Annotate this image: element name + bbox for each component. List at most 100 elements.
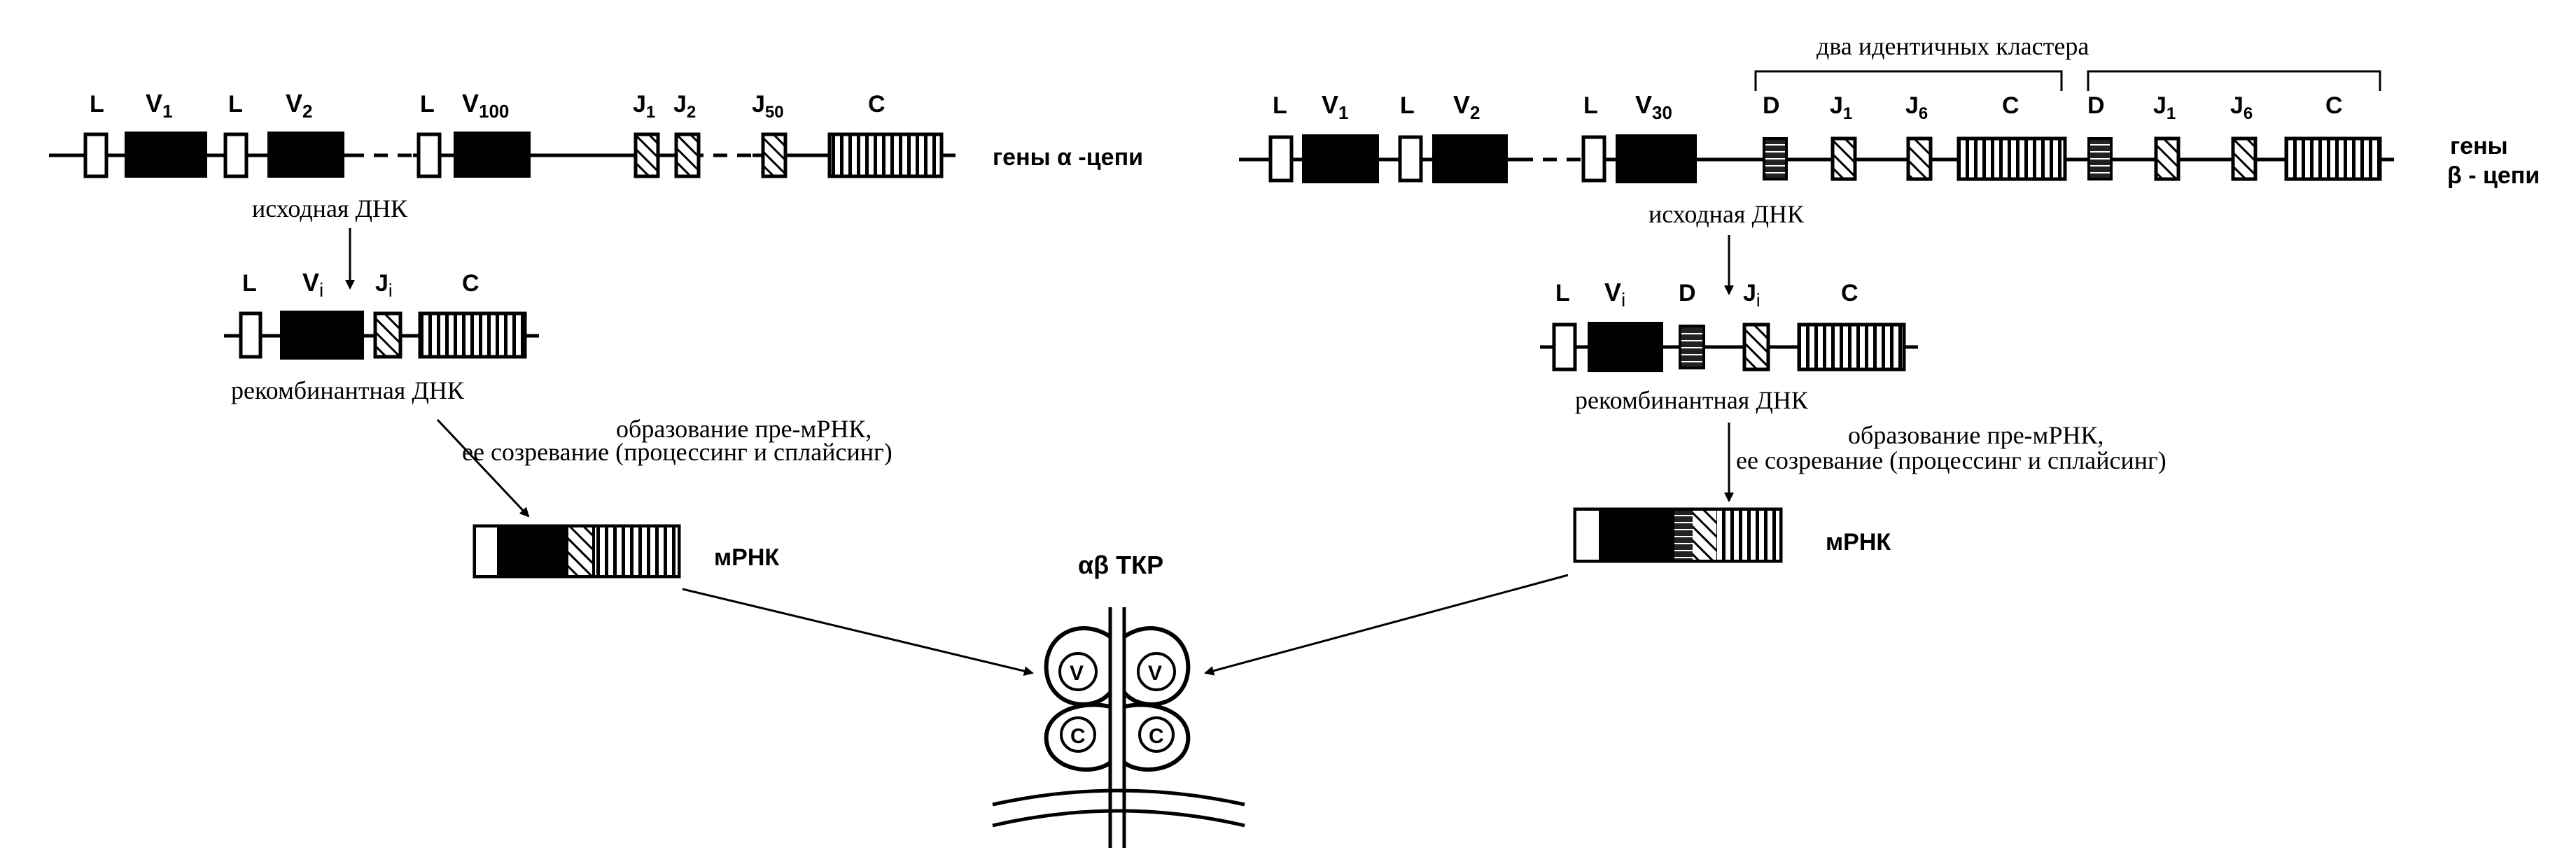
beta-J1a-segment <box>1830 136 1857 181</box>
alpha-V2-label: V <box>286 89 302 118</box>
alpha-J1-label: J <box>633 91 646 118</box>
svg-text:Vi: Vi <box>1604 278 1625 311</box>
beta-V1-segment <box>1302 134 1379 183</box>
beta-V30-sub: 30 <box>1652 102 1672 123</box>
beta-mrna-label: мРНК <box>1826 529 1891 555</box>
beta-rec-Ji-sub: i <box>1756 290 1760 311</box>
beta-J6a-segment <box>1906 136 1933 181</box>
beta-L1-label: L <box>1273 92 1287 119</box>
alpha-J2-label: J <box>673 91 687 118</box>
alpha-J50-segment <box>761 132 788 178</box>
beta-J6b-sub: 6 <box>2244 104 2253 123</box>
alpha-arrow-processing <box>436 418 530 518</box>
beta-rec-L-label: L <box>1555 280 1570 306</box>
beta-V1-sub: 1 <box>1338 102 1348 123</box>
beta-clusters-label: два идентичных кластера <box>1816 32 2089 60</box>
beta-J1a-sub: 1 <box>1843 104 1852 123</box>
tcr-V-alpha-label: V <box>1070 662 1084 685</box>
beta-rec-C-label: C <box>1841 280 1858 306</box>
beta-D2-label: D <box>2087 92 2105 119</box>
alpha-J2-segment <box>674 132 701 178</box>
beta-rec-L-segment <box>1552 323 1577 371</box>
beta-clusters-bracket: два идентичных кластера <box>1754 32 2381 91</box>
tcr-C-alpha-label: C <box>1070 725 1086 748</box>
svg-text:J1: J1 <box>633 91 655 122</box>
svg-text:J50: J50 <box>752 91 784 122</box>
alpha-rec-Vi-segment <box>280 311 364 360</box>
beta-C2-segment <box>2284 136 2382 181</box>
beta-J6b-segment <box>2231 136 2258 181</box>
beta-rec-D-segment <box>1679 325 1705 369</box>
tcr-molecule: V C V C <box>992 607 1245 848</box>
beta-V2-segment <box>1432 134 1508 183</box>
alpha-germline: L V1 L V2 L V100 J1 J2 J50 C гены α -цеп… <box>49 89 1143 178</box>
alpha-J2-sub: 2 <box>687 103 696 122</box>
beta-L1-segment <box>1268 135 1294 183</box>
tcr-C-beta-label: C <box>1149 725 1164 748</box>
alpha-processing-label-2: ее созревание (процессинг и сплайсинг) <box>462 438 892 466</box>
beta-recombinant: L Vi D Ji C <box>1540 278 1918 372</box>
alpha-L1-segment <box>83 132 108 178</box>
beta-V30-segment <box>1616 134 1697 183</box>
alpha-C-label: C <box>868 91 886 118</box>
alpha-V2-sub: 2 <box>302 101 312 122</box>
beta-rec-C-segment <box>1797 323 1906 371</box>
beta-C2-label: C <box>2325 92 2343 119</box>
beta-C1-segment <box>1956 136 2067 181</box>
beta-D1-label: D <box>1763 92 1780 119</box>
beta-L30-label: L <box>1583 92 1598 119</box>
alpha-V100-label: V <box>462 89 479 118</box>
svg-text:J1: J1 <box>1830 92 1852 123</box>
beta-J1a-label: J <box>1830 92 1843 119</box>
beta-J6b-label: J <box>2230 92 2244 119</box>
membrane-line-2 <box>992 809 1245 828</box>
beta-rec-D-label: D <box>1679 280 1696 306</box>
beta-rec-Ji-segment <box>1742 323 1770 371</box>
beta-V30-label: V <box>1635 90 1652 119</box>
beta-J1b-segment <box>2154 136 2180 181</box>
beta-rec-Vi-sub: i <box>1621 289 1625 311</box>
beta-mrna <box>1573 507 1783 563</box>
arrow-beta-to-tcr <box>1204 574 1569 676</box>
alpha-V1-sub: 1 <box>162 101 172 122</box>
beta-genes-label-1: гены <box>2450 133 2508 160</box>
svg-text:V30: V30 <box>1635 90 1672 123</box>
beta-V1-label: V <box>1322 90 1338 119</box>
beta-germline: L V1 L V2 L V30 D J1 J6 C D J1 J6 C гены… <box>1239 90 2540 189</box>
alpha-L100-label: L <box>420 91 435 118</box>
beta-processing-label-1: образование пре-мРНК, <box>1848 421 2104 449</box>
beta-J1b-sub: 1 <box>2166 104 2176 123</box>
alpha-rec-Ji-sub: i <box>388 280 393 301</box>
alpha-rec-Ji-label: J <box>375 270 388 297</box>
svg-text:V100: V100 <box>462 89 509 122</box>
alpha-L2-segment <box>223 132 248 178</box>
beta-L30-segment <box>1581 135 1606 183</box>
alpha-rec-Ji-segment <box>373 311 402 359</box>
alpha-rec-C-label: C <box>462 270 479 297</box>
beta-D1-segment <box>1763 137 1788 180</box>
alpha-rec-Vi-sub: i <box>319 279 323 301</box>
alpha-rec-C-segment <box>418 311 527 359</box>
alpha-rec-Vi-label: V <box>302 268 319 297</box>
svg-text:V1: V1 <box>146 89 172 122</box>
beta-V2-sub: 2 <box>1470 102 1480 123</box>
svg-text:J2: J2 <box>673 91 696 122</box>
svg-text:V2: V2 <box>286 89 312 122</box>
alpha-V100-sub: 100 <box>479 101 509 122</box>
beta-V2-label: V <box>1453 90 1470 119</box>
alpha-C-segment <box>827 132 944 178</box>
beta-L2-segment <box>1398 135 1423 183</box>
alpha-rec-L-label: L <box>242 270 257 297</box>
beta-D2-segment <box>2087 137 2113 180</box>
beta-J1b-label: J <box>2153 92 2166 119</box>
svg-text:J1: J1 <box>2153 92 2176 123</box>
beta-source-dna-label: исходная ДНК <box>1648 200 1805 228</box>
beta-J6a-label: J <box>1905 92 1919 119</box>
beta-genes-label-2: β - цепи <box>2447 162 2540 189</box>
alpha-V100-segment <box>454 132 531 178</box>
alpha-recombinant: L Vi Ji C <box>224 268 539 360</box>
alpha-V1-segment <box>125 132 207 178</box>
alpha-genes-label: гены α -цепи <box>993 144 1143 171</box>
